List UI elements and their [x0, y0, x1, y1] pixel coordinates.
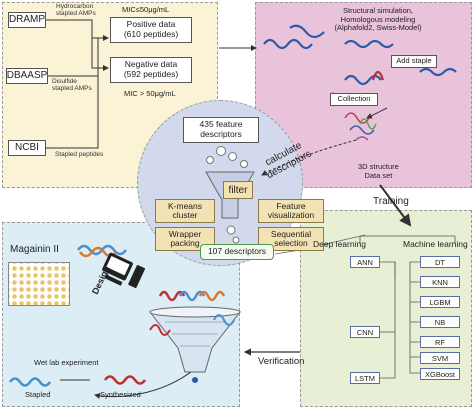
model-ann: ANN [350, 256, 380, 268]
dramp-box: DRAMP [8, 12, 46, 28]
sequential-selection-box: Sequential selection [258, 227, 324, 251]
simulation-box: Structural simulation, Homologous modeli… [334, 6, 422, 33]
dataset-label: 3D structure Data set [358, 162, 399, 180]
model-rf: RF [420, 336, 460, 348]
synthesized-label: Synthesized [100, 390, 141, 399]
ncbi-box: NCBI [8, 140, 46, 156]
machine-learning-label: Machine learning [403, 239, 468, 249]
bubble-icon [216, 146, 226, 156]
model-knn: KNN [420, 276, 460, 288]
peptide-helix-icon [263, 24, 457, 86]
training-label: Training [373, 196, 409, 207]
stapled-peptides-label: Stapled peptides [55, 151, 104, 158]
descriptors-107-box: 107 descriptors [200, 244, 274, 260]
magainin-label: Magainin II [10, 244, 59, 255]
dbaasp-box: DBAASP [6, 68, 48, 84]
model-svm: SVM [420, 352, 460, 364]
negative-data-box: Negative data (592 peptides) [110, 57, 192, 83]
model-lgbm: LGBM [420, 296, 460, 308]
model-nb: NB [420, 316, 460, 328]
deep-learning-label: Deep learning [313, 239, 366, 249]
mic-low-label: MIC≤50μg/mL [122, 5, 170, 14]
positive-data-box: Positive data (610 peptides) [110, 17, 192, 43]
disulfide-label: Disulfide stapled AMPs [52, 78, 92, 93]
structure-cluster-icon [344, 112, 377, 141]
wet-lab-label: Wet lab experiment [34, 358, 99, 367]
well-plate-icon [8, 262, 70, 306]
model-cnn: CNN [350, 326, 380, 338]
model-xgboost: XGBoost [420, 368, 460, 380]
stapled-label: Stapled [25, 390, 51, 399]
bubble-icon [240, 160, 248, 168]
kmeans-box: K-means cluster [155, 199, 215, 223]
model-dt: DT [420, 256, 460, 268]
add-staple-box: Add staple [391, 55, 437, 68]
bubble-icon [228, 152, 237, 161]
model-lstm: LSTM [350, 372, 380, 384]
feature-visualization-box: Feature visualization [258, 199, 324, 223]
filter-box: filter [223, 181, 253, 199]
collection-box: Collection [330, 93, 378, 106]
bubble-icon [206, 156, 214, 164]
feature-descriptors-box: 435 feature descriptors [183, 117, 259, 143]
hydrocarbon-label: Hydrocarbon stapled AMPs [56, 3, 96, 18]
mic-high-label: MIC > 50μg/mL [124, 89, 176, 98]
verification-label: Verification [258, 356, 305, 367]
